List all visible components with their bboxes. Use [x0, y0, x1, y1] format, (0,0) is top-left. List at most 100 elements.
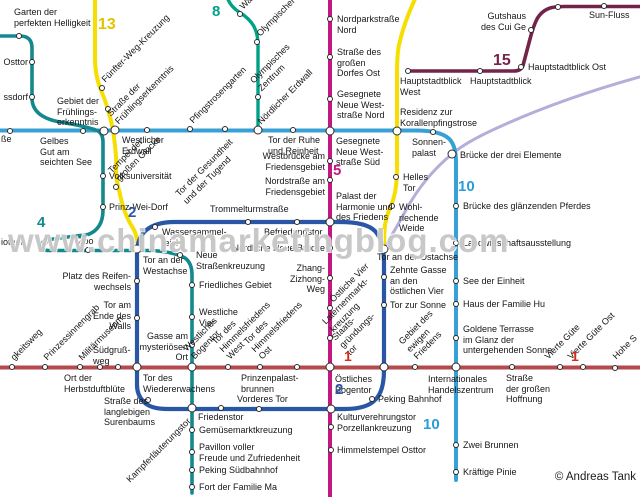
line-badge-2: 2	[128, 204, 137, 221]
station-dot-station	[80, 128, 86, 134]
station-label-ssdorf: ssdorf	[3, 92, 28, 102]
station-dot-neue-stra-enkreuzung	[177, 252, 183, 258]
station-label-hauptstadtblick-west: Hauptstadtblick West	[400, 76, 462, 97]
station-dot-sonnenpalast	[430, 129, 436, 135]
station-label-goldene-terrasse-im-glanz-der-untergehenden-sonne: Goldene Terrasse im Glanz der untergehen…	[463, 324, 553, 355]
station-dot-peking-bahnhof	[369, 396, 375, 402]
station-label-platz-des-reifenwechsels: Platz des Reifen- wechsels	[62, 271, 131, 292]
station-label-fort-der-familie-ma: Fort der Familie Ma	[199, 482, 278, 492]
station-label-tor-des-wiedererwachens: Tor des Wiedererwachens	[143, 373, 216, 394]
station-dot-pfingstrosengarten	[187, 126, 193, 132]
copyright-credit: © Andreas Tank	[554, 471, 636, 483]
station-dot-nordparkstra-e-nord	[327, 16, 333, 22]
station-dot-residenz-zur-korallenpfingstrose	[392, 126, 402, 136]
station-label-iothek: iothek	[1, 237, 26, 247]
station-dot-hauptstadtblick-ost	[518, 64, 524, 70]
station-label-neue-stra-enkreuzung: Neue Straßenkreuzung	[196, 250, 266, 271]
station-dot-gelbes-gut-am-seichten-see	[99, 126, 109, 136]
station-dot-tempel-der-gro-en-glocke	[113, 184, 119, 190]
station-label-nordstra-e-am-friedensgebiet: Nordstraße am Friedensgebiet	[264, 176, 325, 197]
station-dot-tor-am-ende-des-walls	[134, 315, 140, 321]
station-dot-haus-der-familie-hu	[453, 301, 459, 307]
station-dot-kampferl-uterungstor	[187, 403, 197, 413]
station-dot-gesegnete-neue-weststra-e-nord	[327, 96, 333, 102]
station-label-tor-an-der-westachse: Tor an der Westachse	[143, 255, 188, 276]
station-label-himmelstempel-osttor: Himmelstempel Osttor	[337, 445, 427, 455]
station-label-gasse-am-mysteri-sen-ort: Gasse am mysteriösen Ort	[139, 331, 188, 362]
station-label-westbr-cke-am-friedensgebiet: Westbrücke am Friedensgebiet	[262, 151, 325, 172]
station-label-gesegnete-neue-weststra-e-s-d: Gesegnete Neue West- straße Süd	[336, 136, 384, 167]
station-dot-br-cke-der-drei-elemente	[447, 149, 457, 159]
station-label-residenz-zur-korallenpfingstrose: Residenz zur Korallenpfingstrose	[400, 107, 478, 128]
station-label-kr-ftige-pinie: Kräftige Pinie	[463, 467, 517, 477]
station-dot-gem-semarktkreuzung	[189, 427, 195, 433]
station-label-n-rdliche-neue-br-cke: Nördliche Neue Brücke	[232, 243, 325, 253]
station-dot-westliche-vier	[189, 314, 195, 320]
station-dot-waldpa	[237, 11, 243, 17]
line-4-path	[0, 34, 194, 495]
station-label-volksuniversit-t: Volksuniversität	[109, 171, 172, 181]
station-dot-peking-s-dbahnhof	[189, 467, 195, 473]
station-dot-tor-an-der-westachse	[132, 244, 142, 254]
station-dot-ort-der-herbstduftbl-te	[97, 364, 103, 370]
station-dot-westliches-bogentor	[187, 362, 197, 372]
station-label-landwirtschaftsausstellung: Landwirtschaftsausstellung	[463, 238, 572, 248]
station-dot-vierte-g-te	[557, 364, 563, 370]
station-dot-olympisches-zentrum	[255, 94, 261, 100]
station-dot-station	[555, 4, 561, 10]
station-label-tor-der-ruhe-und-reinheit: Tor der Ruhe und Reinheit	[268, 135, 321, 156]
station-dot-stliche-vier	[327, 305, 333, 311]
station-dot-olympischer-pa	[254, 39, 260, 45]
station-dot-prinz-wei-dorf	[100, 204, 106, 210]
station-label-zoo: Zoo	[78, 236, 94, 246]
station-dot-goldene-terrasse-im-glanz-der-untergehenden-sonne	[453, 335, 459, 341]
station-label-haus-der-familie-hu: Haus der Familie Hu	[463, 299, 546, 309]
station-label-befriedungstor: Befriedungstor	[264, 227, 323, 237]
station-dot-volksuniversit-t	[100, 173, 106, 179]
station-dot-e	[7, 128, 13, 134]
station-label-stra-e-des-langlebigen-surenbaums: Straße des langlebigen Surenbaums	[104, 396, 156, 427]
station-dot-tor-der-gesundheit-und-der-tugend	[222, 126, 228, 132]
station-label-gem-semarktkreuzung: Gemüsemarktkreuzung	[199, 425, 293, 435]
line-badge-4: 4	[37, 214, 46, 231]
station-dot-hauptstadtblick-west	[405, 68, 411, 74]
station-label-westlicher-erdwall: Westlicher Erdwall	[122, 135, 164, 156]
line-badge-10: 10	[458, 178, 475, 195]
station-dot-tor-zur-sonne	[381, 302, 387, 308]
watermark-text: www.chinamarketingblog.com	[8, 222, 510, 259]
station-label-gelbes-gut-am-seichten-see: Gelbes Gut am seichten See	[40, 136, 93, 167]
station-dot-n-rdlicher-erdwall	[253, 125, 263, 135]
station-label-tor-am-ende-des-walls: Tor am Ende des Walls	[92, 300, 131, 331]
station-label-friedliches-gebiet: Friedliches Gebiet	[199, 280, 272, 290]
line-13-east-path	[382, 0, 417, 250]
station-dot-westbr-cke-am-friedensgebiet	[327, 158, 333, 164]
station-dot-tor-an-der-ostachse	[379, 244, 389, 254]
station-dot-wohlriechende-weide	[389, 203, 395, 209]
station-dot-gasse-am-mysteri-sen-ort	[189, 342, 195, 348]
station-dot-laternenmarktkreuzung	[327, 335, 333, 341]
station-label-br-cke-des-gl-nzenden-pferdes: Brücke des glänzenden Pferdes	[463, 201, 591, 211]
station-dot-tor-des-himmelsfriedens-ost	[257, 364, 263, 370]
line-badge-15: 15	[493, 52, 511, 69]
station-dot-porzellankreuzung	[328, 424, 334, 430]
station-label-sonnenpalast: Sonnen- palast	[412, 137, 447, 158]
station-dot-tor-der-ruhe-und-reinheit	[290, 127, 296, 133]
station-dot-prinzenpalastbrunnen	[294, 364, 300, 370]
station-label-trommelturmstra-e: Trommelturmstraße	[210, 204, 289, 214]
station-dot-nordstra-e-am-friedensgebiet	[327, 177, 333, 183]
station-dot-osttor	[29, 59, 35, 65]
station-label-garten-der-perfekten-helligkeit: Garten der perfekten Helligkeit	[14, 7, 91, 28]
station-dot-stra-e-des-langlebigen-surenbaums	[145, 397, 151, 403]
station-dot-br-cke-des-gl-nzenden-pferdes	[453, 203, 459, 209]
station-dot-staatsgr-ndungstor	[379, 362, 389, 372]
line-badge-5: 5	[333, 162, 342, 179]
station-dot-helles-tor	[393, 174, 399, 180]
station-label-gebiet-der-fr-hlingserkenntnis: Gebiet der Frühlings- erkenntnis	[57, 96, 100, 127]
station-label-stra-e-der-gro-en-hoffnung: Straße der großen Hoffnung	[506, 373, 551, 404]
station-dot-kr-ftige-pinie	[453, 469, 459, 475]
station-label-wassersammelteich: Wassersammel- teich	[162, 227, 227, 248]
station-dot-zehnte-gasse-an-den-stlichen-vier	[381, 274, 387, 280]
line-badge-1: 1	[344, 348, 352, 364]
station-label-zhang-zizhong-weg: Zhang- Zizhong- Weg	[289, 263, 325, 294]
